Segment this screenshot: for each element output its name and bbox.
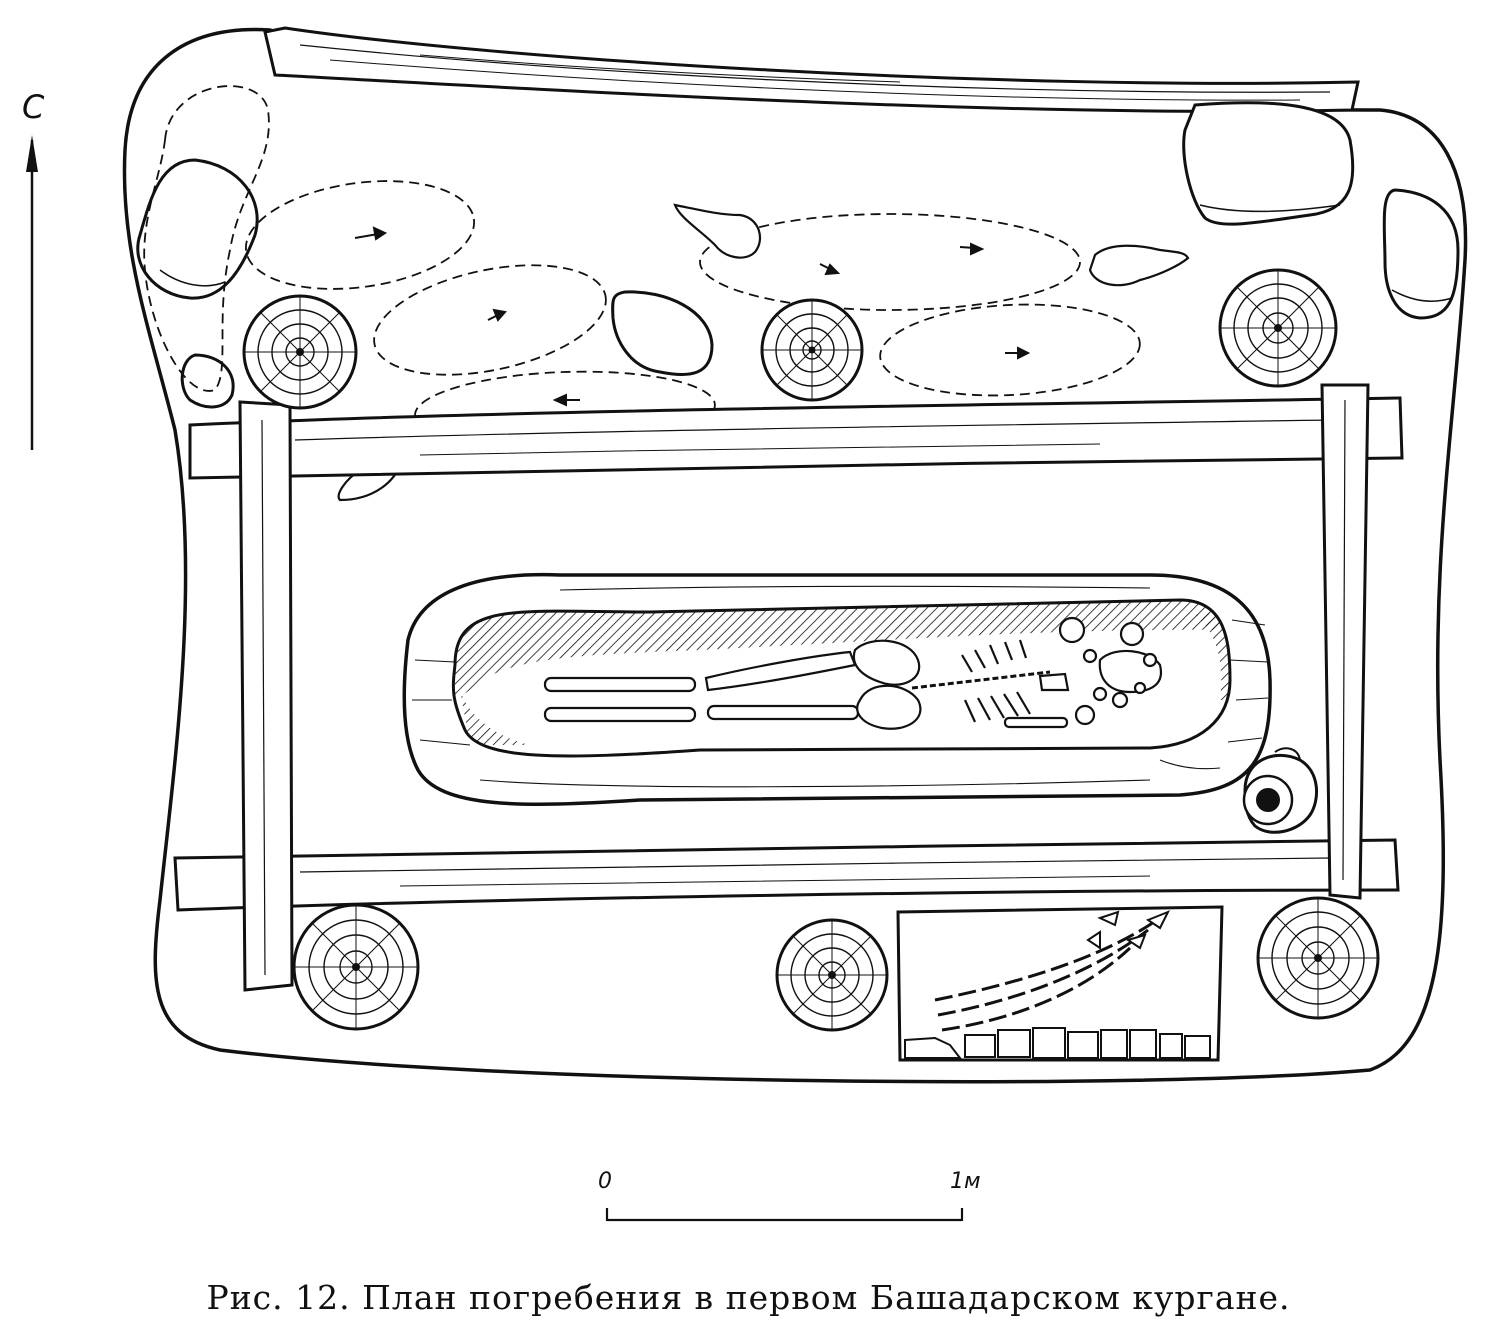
beam-north: [188, 396, 1404, 480]
burial-pit-outline: [122, 27, 1468, 1084]
scale-bar: 0 1м: [598, 1169, 981, 1222]
post-west: [238, 400, 294, 992]
stone-ne: [1182, 101, 1355, 226]
stone-nw: [136, 158, 259, 300]
clay-vessel: [1242, 747, 1319, 834]
log-ne: [1218, 268, 1338, 388]
skeleton: [543, 616, 1163, 730]
grave-goods-box: [896, 905, 1224, 1062]
chamber-frame: [173, 383, 1404, 992]
scale-end-label: 1м: [950, 1169, 981, 1194]
direction-arrows: [354, 226, 1031, 407]
log-ends: [242, 268, 1380, 1032]
beam-south: [173, 838, 1400, 912]
log-se: [1256, 896, 1380, 1020]
scale-start-label: 0: [598, 1169, 612, 1194]
stones: [136, 101, 1460, 409]
figure-caption: Рис. 12. План погребения в первом Башада…: [206, 1278, 1291, 1317]
small-finds: [337, 203, 1190, 502]
post-east: [1320, 383, 1370, 900]
stone-e: [1382, 188, 1460, 320]
log-nw: [242, 294, 358, 410]
log-n: [760, 298, 864, 402]
log-s: [775, 918, 889, 1032]
stone-n-mid: [611, 290, 714, 376]
north-wall-log: [263, 26, 1360, 113]
north-label: С: [22, 88, 45, 126]
stone-small-w: [180, 353, 235, 409]
north-arrow: С: [22, 88, 45, 450]
log-sw: [292, 903, 420, 1031]
